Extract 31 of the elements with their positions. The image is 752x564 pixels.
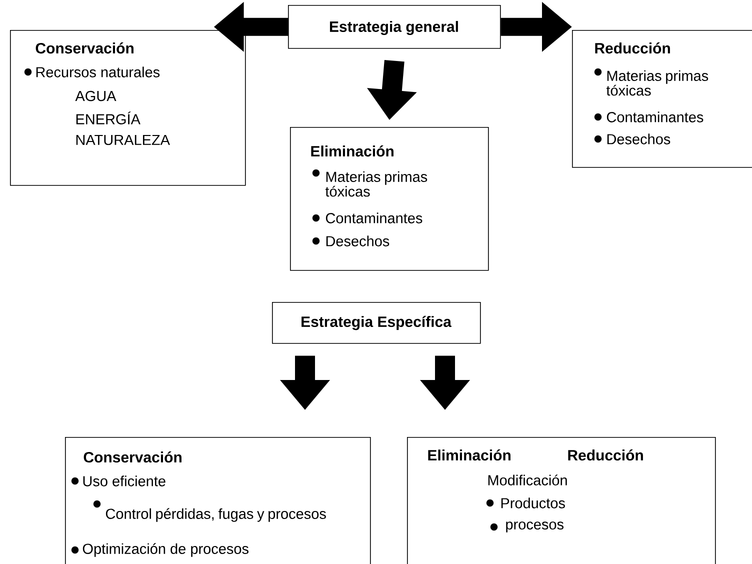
list-item: ENERGÍA — [76, 112, 140, 124]
box-heading: Reducción — [568, 449, 643, 461]
box-heading: Conservación — [84, 451, 182, 463]
list-item: Contaminantes — [606, 112, 704, 122]
text-box — [65, 437, 371, 564]
box-heading: Estrategia Específica — [302, 316, 452, 330]
list-item: AGUA — [75, 90, 116, 102]
list-item: Desechos — [607, 134, 670, 144]
list-item: Desechos — [326, 236, 390, 246]
text-box — [290, 127, 489, 271]
list-item: Control pérdidas, fugas y procesos — [106, 508, 326, 522]
list-item: Modificación — [488, 474, 567, 486]
list-item: Materias primas tóxicas — [606, 70, 708, 96]
list-item: NATURALEZA — [76, 134, 170, 146]
text-box — [407, 437, 716, 564]
text-box — [572, 30, 752, 168]
list-item: Uso eficiente — [83, 476, 166, 486]
box-heading: Eliminación — [428, 449, 510, 461]
text-box — [272, 302, 481, 344]
box-heading: Eliminación — [311, 145, 394, 157]
text-box — [10, 30, 246, 186]
box-heading: Conservación — [36, 42, 134, 54]
text-box — [288, 5, 501, 49]
list-item: Materias primas tóxicas — [325, 171, 428, 197]
list-item: Optimización de procesos — [82, 543, 248, 557]
list-item: Recursos naturales — [36, 66, 160, 78]
box-heading: Estrategia general — [330, 20, 458, 36]
box-heading: Reducción — [595, 42, 670, 54]
list-item: Productos — [501, 498, 565, 508]
list-item: Contaminantes — [326, 212, 422, 224]
list-item: procesos — [506, 522, 564, 532]
